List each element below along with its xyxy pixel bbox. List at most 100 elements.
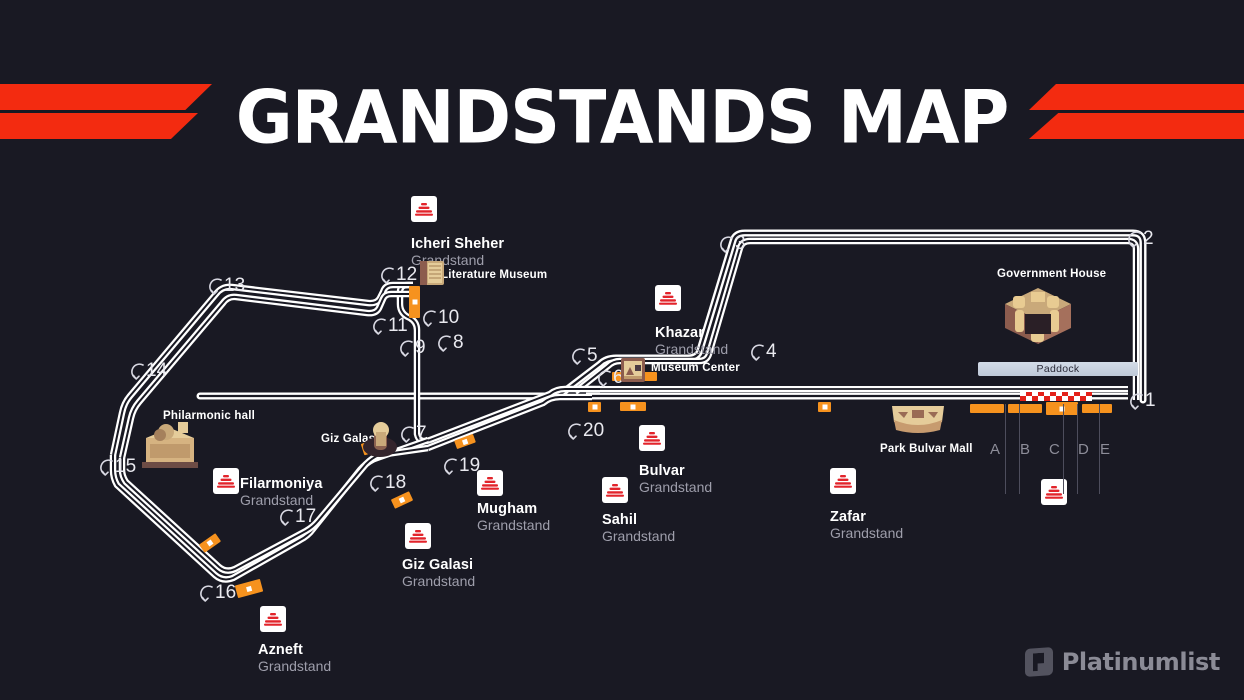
corner-marker-2: 2 [1128,228,1154,250]
stand-block-dot [206,539,214,547]
grandstand-subtitle: Grandstand [240,492,314,508]
corner-arrow-icon [438,334,452,352]
grandstand-steps-icon[interactable] [655,285,681,311]
page-title: GRANDSTANDS MAP [235,74,1010,161]
grandstand-subtitle: Grandstand [830,525,904,541]
poi-label: Park Bulvar Mall [880,443,973,455]
corner-number: 6 [613,367,624,388]
track-stand-block [620,402,646,411]
maiden-tower-icon [363,422,397,457]
corner-number: 13 [224,275,246,296]
philharmonic-hall-icon [142,422,198,468]
corner-marker-15: 15 [100,456,136,478]
grandstand-steps-icon[interactable] [411,196,437,222]
corner-arrow-icon [370,474,384,492]
grandstand-subtitle: Grandstand [655,341,729,357]
corner-arrow-icon [373,317,387,335]
section-letter-D: D [1078,441,1089,458]
grandstand-name: Mugham [477,501,538,517]
poi-park-bulvar-mall[interactable] [890,402,946,441]
grandstand-stem [0,585,1244,605]
corner-number: 8 [453,332,464,353]
grandstand-subtitle: Grandstand [602,528,676,544]
grandstand-name: Giz Galasi [402,557,474,573]
museum-building-icon [621,358,645,382]
grandstand-steps-icon[interactable] [405,523,431,549]
poi-label: Literature Museum [441,269,548,281]
corner-marker-13: 13 [209,275,245,297]
header-stripe [0,84,212,110]
grandstand-stem [0,605,1244,633]
corner-arrow-icon [1128,230,1142,248]
grandstand-subtitle: Grandstand [402,573,476,589]
grandstand-name: Khazar [655,325,704,341]
grandstand-steps-icon[interactable] [639,425,665,451]
grandstand-steps-icon[interactable] [477,470,503,496]
corner-marker-1: 1 [1130,390,1156,412]
track-stand-block [588,402,601,412]
poi-philarmonic-hall[interactable] [142,418,204,475]
corner-number: 1 [1145,390,1156,411]
poi-government-house[interactable] [995,280,1081,357]
grandstand-steps-icon[interactable] [213,468,239,494]
corner-number: 14 [146,360,168,381]
track-stand-block [818,402,831,412]
corner-arrow-icon [444,457,458,475]
grandstand-name: Bulvar [639,463,685,479]
corner-arrow-icon [381,266,395,284]
paddock-bar[interactable]: Paddock [972,359,1138,377]
stand-block-dot [630,404,636,409]
platinumlist-logo[interactable]: Platinumlist [1024,647,1221,677]
corner-marker-12: 12 [381,264,417,286]
grandstand-steps-icon[interactable] [830,468,856,494]
poi-giz-galasi[interactable] [360,420,400,463]
grandstand-name: Azneft [258,642,303,658]
page-header: GRANDSTANDS MAP [0,60,1244,160]
poi-label: Museum Center [651,362,740,374]
section-letter-B: B [1020,441,1031,458]
corner-number: 3 [735,233,746,254]
corner-marker-6: 6 [598,367,624,389]
section-letter-A: A [990,441,1001,458]
corner-arrow-icon [200,584,214,602]
poi-museum-center[interactable] [620,357,646,388]
corner-arrow-icon [400,339,414,357]
grandstand-steps-icon[interactable] [602,477,628,503]
section-stem [1005,404,1006,494]
corner-marker-3: 3 [720,233,746,255]
grandstand-name: Filarmoniya [240,476,323,492]
corner-number: 18 [385,472,407,493]
grandstand-subtitle: Grandstand [639,479,713,495]
platinumlist-wordmark: Platinumlist [1061,648,1221,676]
section-letter-C: C [1049,441,1060,458]
stand-block-dot [592,404,597,410]
section-stem [1077,404,1078,494]
stand-block-dot [461,438,469,445]
corner-number: 2 [1143,228,1154,249]
corner-number: 17 [295,506,317,527]
grandstand-steps-icon[interactable] [1041,479,1067,505]
corner-marker-20: 20 [568,420,604,442]
corner-number: 5 [587,345,598,366]
mall-building-icon [892,406,944,433]
section-letter-E: E [1100,441,1111,458]
government-house-icon [1005,288,1071,344]
corner-marker-16: 16 [200,582,236,604]
track-stand-block [1008,404,1042,413]
poi-label: Government House [997,268,1107,280]
corner-number: 12 [396,264,418,285]
book-building-icon [420,261,444,285]
corner-number: 15 [115,456,137,477]
poi-literature-museum[interactable] [418,259,446,292]
corner-marker-11: 11 [373,315,408,337]
corner-number: 19 [459,455,481,476]
corner-marker-7: 7 [401,423,427,445]
stand-block-dot [822,404,827,410]
grandstand-steps-icon[interactable] [260,606,286,632]
track-stand-block [409,286,420,318]
section-stem [1063,404,1064,494]
